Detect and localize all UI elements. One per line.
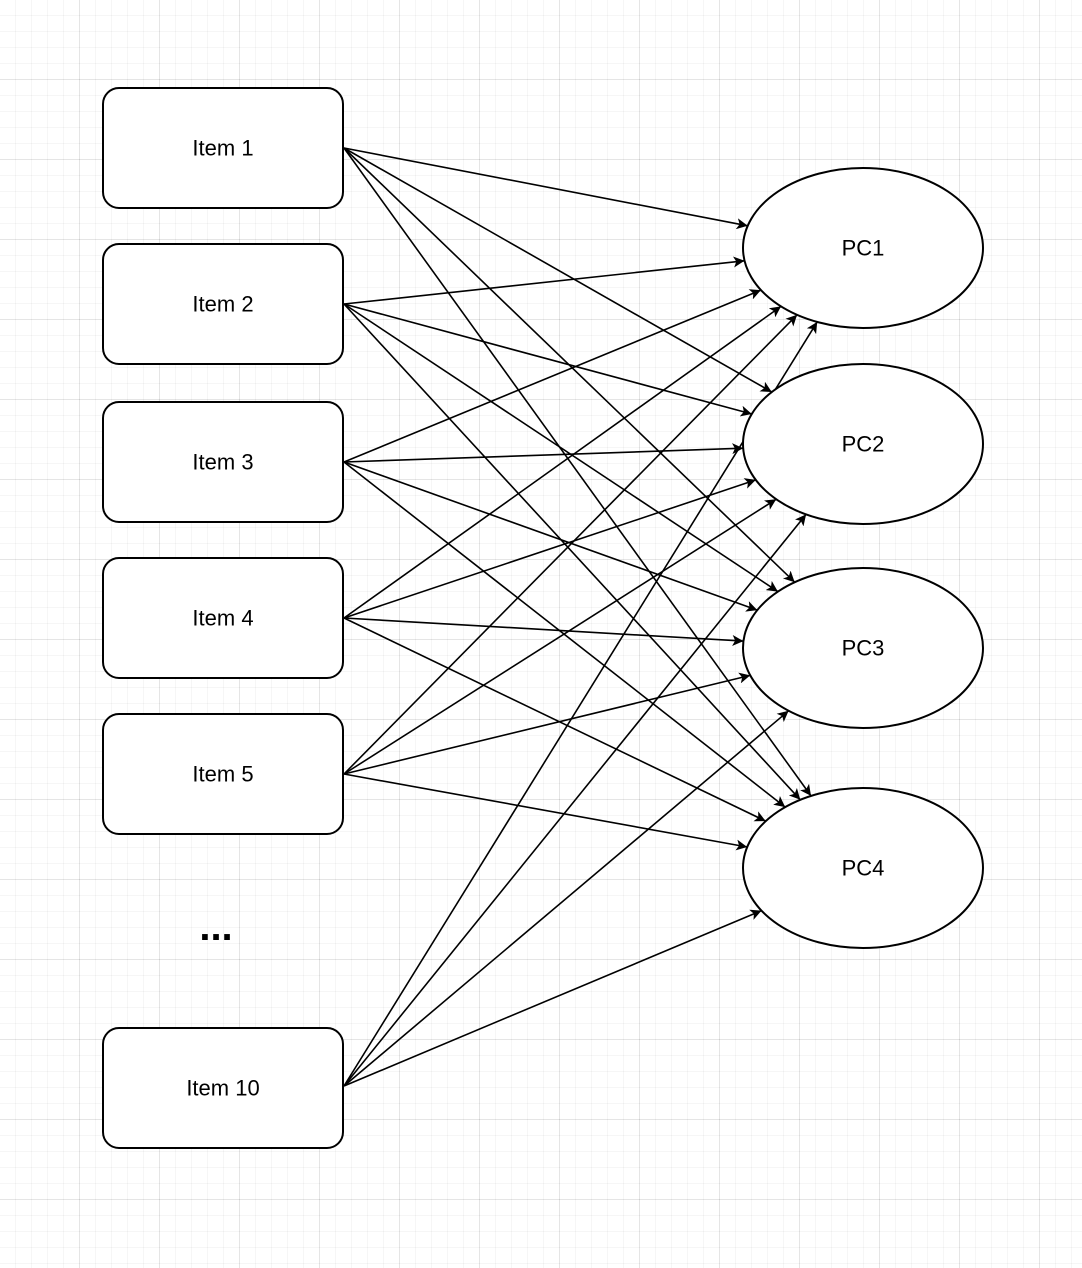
component-node-pc2[interactable]: PC2	[742, 363, 984, 525]
edge-item10-pc3	[343, 710, 790, 1087]
edge-item4-pc1	[343, 305, 782, 619]
edge-item3-pc1	[343, 289, 762, 463]
edge-item4-pc3	[343, 617, 744, 646]
edge-item3-pc3	[343, 461, 758, 612]
edge-item10-pc2	[343, 513, 807, 1087]
component-node-pc3[interactable]: PC3	[742, 567, 984, 729]
item-node-2[interactable]: Item 2	[102, 243, 344, 365]
ellipsis-label: ...	[199, 905, 232, 949]
item-node-label: Item 1	[192, 136, 253, 161]
edge-item4-pc4	[343, 617, 767, 822]
edge-item2-pc3	[343, 303, 779, 593]
component-node-pc1[interactable]: PC1	[742, 167, 984, 329]
item-node-label: Item 5	[192, 762, 253, 787]
edge-item4-pc2	[343, 478, 757, 619]
item-node-10[interactable]: Item 10	[102, 1027, 344, 1149]
item-node-5[interactable]: Item 5	[102, 713, 344, 835]
component-node-label: PC1	[842, 236, 885, 261]
item-node-3[interactable]: Item 3	[102, 401, 344, 523]
component-node-label: PC3	[842, 636, 885, 661]
edge-item5-pc4	[343, 773, 748, 851]
edges-layer	[343, 147, 818, 1087]
component-node-label: PC4	[842, 856, 885, 881]
edge-item1-pc1	[343, 147, 748, 230]
edge-item5-pc1	[343, 314, 798, 775]
edge-item3-pc2	[343, 443, 744, 463]
edge-item1-pc2	[343, 147, 773, 393]
component-node-label: PC2	[842, 432, 885, 457]
edge-item1-pc4	[343, 147, 812, 797]
edge-item5-pc2	[343, 498, 777, 775]
item-node-1[interactable]: Item 1	[102, 87, 344, 209]
edge-item2-pc4	[343, 303, 801, 801]
edge-item5-pc3	[343, 672, 751, 775]
components-layer: PC1 PC2 PC3 PC4	[742, 167, 984, 949]
item-node-label: Item 2	[192, 292, 253, 317]
item-node-4[interactable]: Item 4	[102, 557, 344, 679]
edge-item2-pc1	[343, 256, 745, 305]
edge-item2-pc2	[343, 303, 753, 417]
component-node-pc4[interactable]: PC4	[742, 787, 984, 949]
edge-item10-pc4	[343, 909, 762, 1087]
item-node-label: Item 3	[192, 450, 253, 475]
items-layer: Item 1 Item 2 Item 3 Item 4 Item 5 ... I…	[102, 87, 344, 1149]
item-node-label: Item 4	[192, 606, 253, 631]
edge-item10-pc1	[343, 321, 818, 1087]
item-node-label: Item 10	[186, 1076, 259, 1101]
